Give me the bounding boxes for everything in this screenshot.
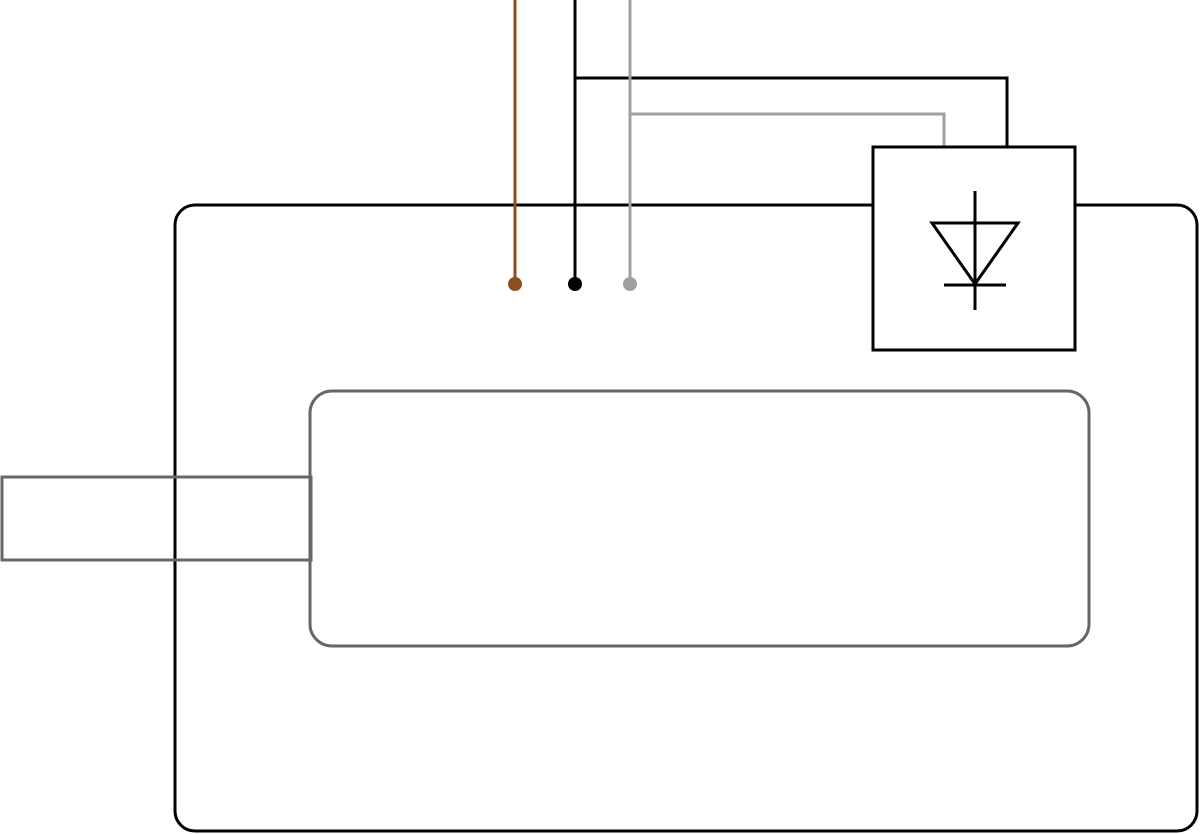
- black-wire-terminal: [568, 277, 582, 291]
- side-connector: [0, 475, 313, 562]
- diode-icon: [929, 191, 1021, 310]
- gray-wire-terminal: [623, 277, 637, 291]
- outer-housing: [173, 203, 1199, 833]
- gray-wire-branch: [630, 112, 946, 147]
- inner-panel: [308, 389, 1091, 648]
- diode-module: [871, 145, 1077, 352]
- brown-wire-terminal: [508, 277, 522, 291]
- black-wire-branch: [575, 76, 1009, 147]
